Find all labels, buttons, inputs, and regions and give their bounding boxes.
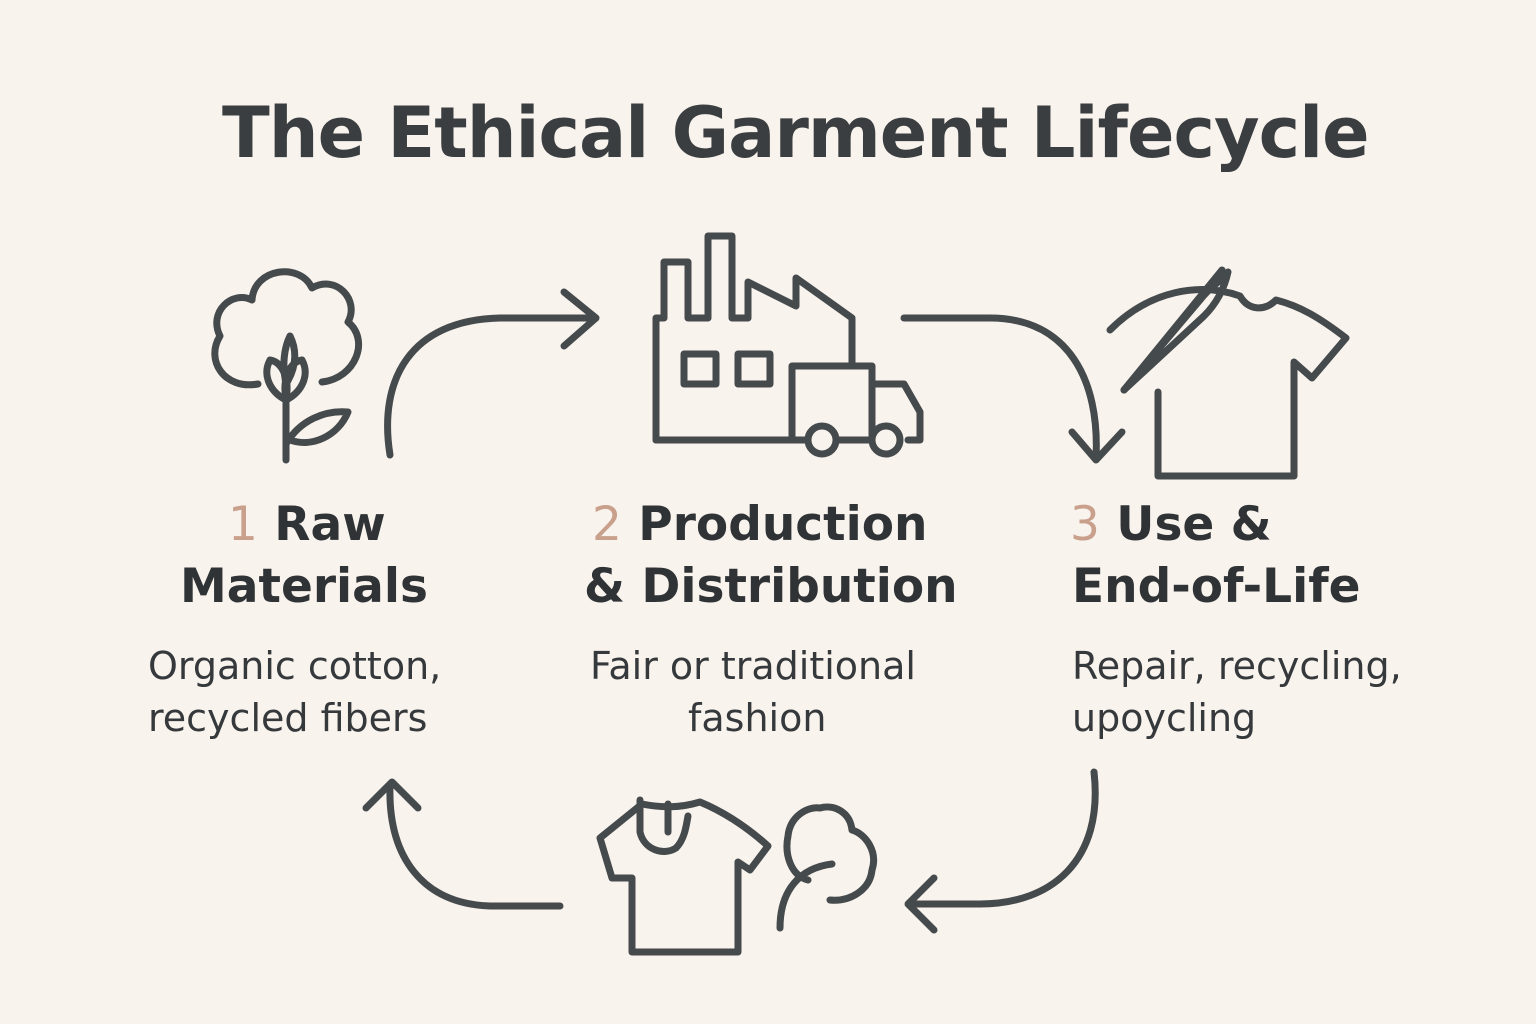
arrow-return-to-raw: [362, 778, 564, 910]
factory-truck-icon: [652, 232, 924, 458]
stage-title-line1: Raw: [274, 497, 386, 552]
arrow-production-to-use: [900, 314, 1126, 464]
stage-number: 3: [1070, 497, 1100, 552]
stage-1-title-line2: Materials: [180, 559, 428, 614]
page-title: The Ethical Garment Lifecycle: [222, 92, 1370, 174]
shirt-tree-icon: [596, 796, 877, 956]
stage-1-desc-line1: Organic cotton,: [148, 644, 442, 688]
stage-2-desc-line1: Fair or traditional: [590, 644, 916, 688]
stage-2-title-line2: & Distribution: [584, 559, 958, 614]
stage-3-title: 3 Use &: [1070, 494, 1272, 556]
stage-3-desc-line1: Repair, recycling,: [1072, 644, 1402, 688]
stage-number: 2: [592, 497, 622, 552]
stage-2-title: 2 Production: [592, 494, 928, 556]
stage-number: 1: [228, 497, 258, 552]
stage-title-line1: Use &: [1116, 497, 1272, 552]
stage-1-title: 1 Raw: [228, 494, 386, 556]
stage-2-desc-line2: fashion: [688, 696, 827, 740]
stage-1-desc-line2: recycled fibers: [148, 696, 428, 740]
arrow-raw-to-production: [384, 288, 600, 459]
arrow-use-to-return: [904, 768, 1099, 934]
needle-shirt-icon: [1106, 266, 1350, 480]
stage-3-title-line2: End-of-Life: [1072, 559, 1361, 614]
stage-title-line1: Production: [638, 497, 928, 552]
cotton-plant-icon: [211, 268, 362, 464]
stage-3-desc-line2: upoycling: [1072, 696, 1257, 740]
